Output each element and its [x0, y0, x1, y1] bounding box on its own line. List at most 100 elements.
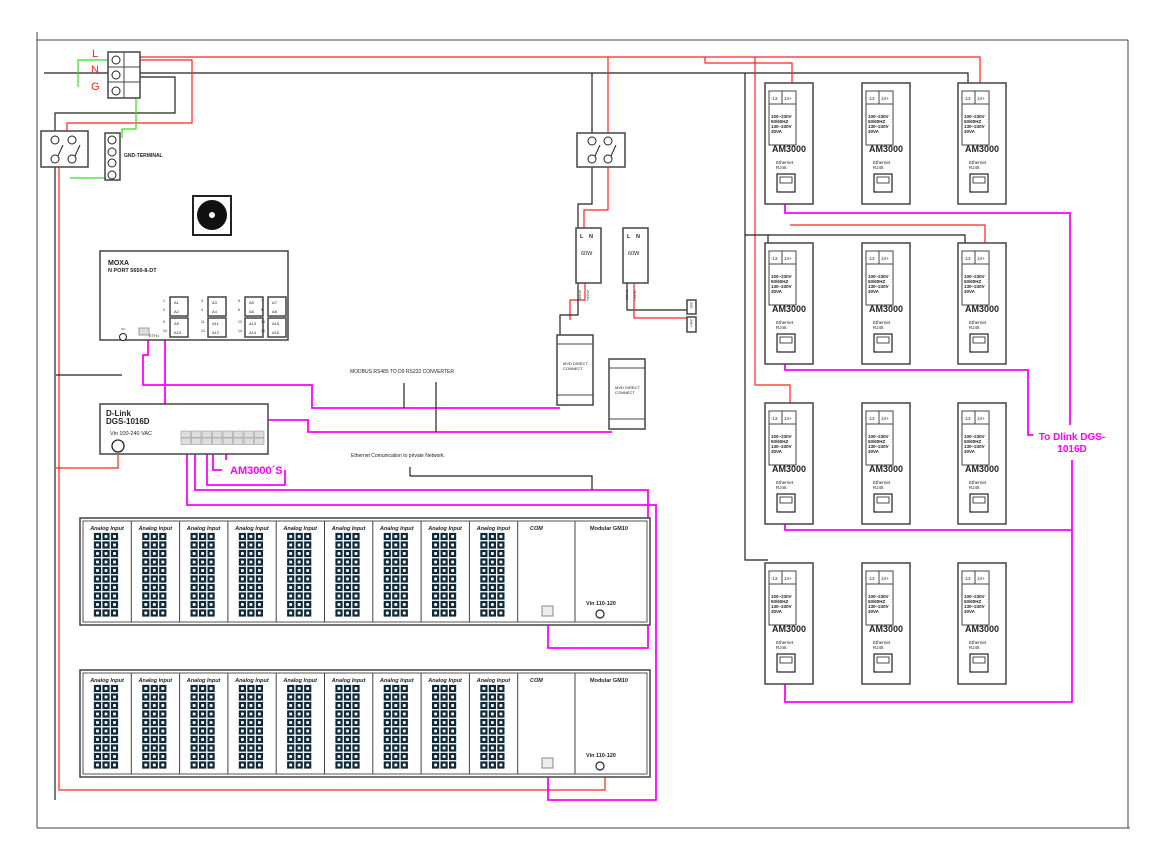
terminal-square: [247, 558, 255, 566]
analog-input-label: Analog Input: [282, 526, 318, 532]
terminal-square: [295, 701, 303, 710]
spec-line: 100~230V: [868, 274, 889, 279]
analog-input-module: Analog Input: [186, 673, 229, 774]
terminal-square: [480, 744, 488, 752]
terminal-square: [488, 549, 496, 558]
terminal-square: [343, 609, 352, 617]
terminal-square: [190, 558, 198, 566]
terminal-square: [247, 684, 255, 693]
terminal-square: [400, 752, 408, 761]
terminal-square: [295, 583, 303, 592]
terminal-square: [102, 735, 110, 744]
terminal-square: [199, 718, 207, 727]
am3000-name: AM3000: [965, 624, 999, 634]
terminal-square: [335, 735, 343, 744]
psu-out-pos: 24VDC+: [586, 290, 590, 302]
terminal-square: [238, 727, 246, 735]
terminal-square: [352, 710, 360, 718]
terminal-square: [287, 558, 295, 566]
terminal-square: [287, 718, 295, 727]
spec-line: 50/60HZ: [868, 439, 886, 444]
terminal-square: [383, 693, 391, 701]
rj45-label: RJ45: [969, 165, 980, 170]
terminal-square: [287, 583, 295, 592]
terminal-square: [392, 566, 400, 575]
terminal-square: [190, 752, 198, 761]
analog-input-label: Analog Input: [89, 526, 125, 532]
terminal-square: [150, 752, 158, 761]
analog-input-label: Analog Input: [137, 678, 173, 684]
terminal-square: [480, 701, 488, 710]
spec-line: 130~230V: [771, 604, 792, 609]
terminal-square: [497, 735, 505, 744]
eth-label: Ethernet: [969, 640, 987, 645]
drawing-frame: [36, 32, 1130, 829]
terminal-square: [110, 701, 119, 710]
terminal-square: [449, 609, 457, 617]
terminal-square: [159, 532, 167, 541]
fan-icon: [192, 195, 232, 236]
terminal-13: -13: [771, 576, 778, 581]
terminal-square: [199, 735, 207, 744]
terminal-square: [287, 541, 295, 549]
terminal-square: [480, 718, 488, 727]
spec-line: 100~230V: [868, 434, 889, 439]
terminal-square: [488, 752, 496, 761]
terminal-square: [488, 710, 496, 718]
terminal-square: [110, 744, 119, 752]
terminal-square: [295, 684, 303, 693]
terminal-square: [432, 600, 440, 609]
am3000-name: AM3000: [965, 304, 999, 314]
terminal-square: [383, 761, 391, 769]
terminal-13: -13: [771, 96, 778, 101]
spec-line: 30VA: [771, 609, 783, 614]
terminal-square: [304, 735, 312, 744]
terminal-square: [383, 735, 391, 744]
terminal-square: [247, 583, 255, 592]
am3000-name: AM3000: [869, 624, 903, 634]
analog-input-label: Analog Input: [379, 526, 415, 532]
eth-label: Ethernet: [873, 640, 891, 645]
terminal-square: [335, 600, 343, 609]
terminal-square: [110, 735, 119, 744]
terminal-square: [199, 727, 207, 735]
terminal-square: [352, 727, 360, 735]
am3000-name: AM3000: [869, 464, 903, 474]
terminal-square: [400, 575, 408, 583]
terminal-square: [199, 744, 207, 752]
terminal-square: [150, 710, 158, 718]
terminal-square: [199, 583, 207, 592]
power-jack-icon: [595, 761, 605, 771]
terminal-square: [238, 575, 246, 583]
spec-line: 50/60HZ: [771, 439, 789, 444]
terminal-square: [488, 566, 496, 575]
terminal-square: [142, 532, 150, 541]
terminal-square: [352, 609, 360, 617]
analog-input-label: Analog Input: [282, 678, 318, 684]
terminal-square: [392, 735, 400, 744]
port-label: A15: [272, 321, 280, 326]
gm10-title: Modular GM10: [590, 526, 628, 532]
terminal-square: [440, 701, 448, 710]
terminal-square: [110, 693, 119, 701]
terminal-square: [255, 684, 263, 693]
mvd-label: CONNECT: [615, 390, 635, 395]
terminal-square: [199, 710, 207, 718]
terminal-square: [383, 541, 391, 549]
analog-input-label: Analog Input: [476, 678, 512, 684]
dlink-model: DGS-1016D: [106, 417, 150, 426]
rj45-port-icon: [541, 605, 554, 617]
terminal-square: [238, 609, 246, 617]
terminal-square: [295, 761, 303, 769]
terminal-square: [199, 549, 207, 558]
terminal-square: [190, 600, 198, 609]
am3000-name: AM3000: [869, 304, 903, 314]
terminal-square: [199, 761, 207, 769]
terminal-14: 14+: [977, 576, 985, 581]
ethernet-port-icon: [233, 430, 244, 438]
terminal-square: [432, 583, 440, 592]
terminal-square: [352, 701, 360, 710]
analog-input-label: Analog Input: [331, 678, 367, 684]
